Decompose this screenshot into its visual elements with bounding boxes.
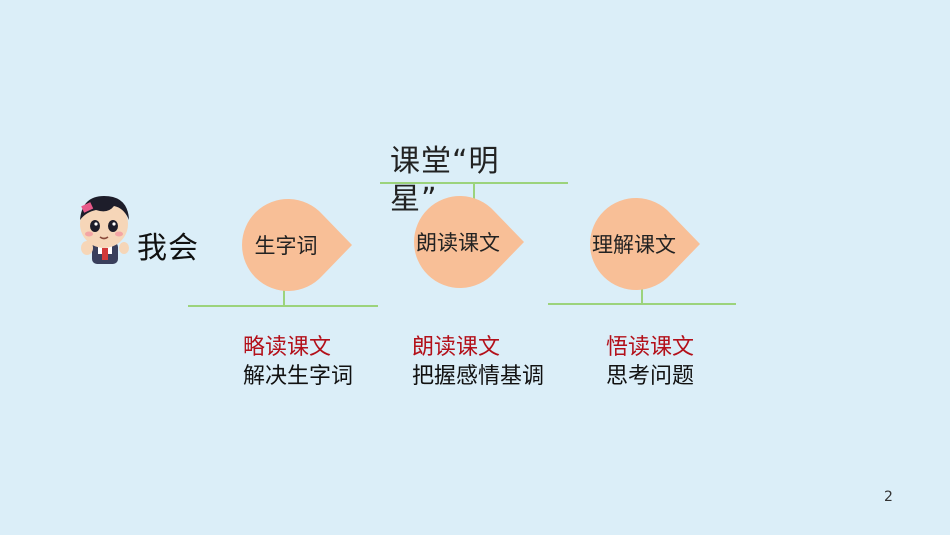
node-langdu: 朗读课文 xyxy=(408,196,526,288)
reading-method: 朗读课文 xyxy=(412,335,501,360)
bottom-connector-stem-1 xyxy=(283,287,285,305)
reading-method: 略读课文 xyxy=(243,335,332,360)
node-shengzici: 生字词 xyxy=(236,199,354,291)
bottom-connector-stem-3 xyxy=(641,285,643,303)
reading-method: 悟读课文 xyxy=(606,335,695,360)
teardrop-shape xyxy=(590,198,700,290)
reading-goal: 思考问题 xyxy=(606,364,695,389)
bottom-connector-line-3 xyxy=(548,303,736,305)
node-3-description: 悟读课文 思考问题 xyxy=(606,333,694,391)
intro-label: 我会 xyxy=(137,231,199,266)
node-lijie: 理解课文 xyxy=(584,198,702,290)
teardrop-shape xyxy=(242,199,352,291)
node-2-description: 朗读课文 把握感情基调 xyxy=(412,333,544,391)
bottom-connector-line-1 xyxy=(188,305,378,307)
page-number: 2 xyxy=(884,489,893,505)
teardrop-shape xyxy=(414,196,524,288)
slide-title: 课堂“明星” xyxy=(390,144,500,217)
reading-goal: 把握感情基调 xyxy=(412,364,545,389)
reading-goal: 解决生字词 xyxy=(243,364,354,389)
top-connector-stem xyxy=(473,182,475,200)
cartoon-boy-avatar-icon xyxy=(74,190,134,270)
node-label: 生字词 xyxy=(254,234,318,258)
node-label: 朗读课文 xyxy=(416,231,500,255)
node-label: 理解课文 xyxy=(592,233,676,257)
node-1-description: 略读课文 解决生字词 xyxy=(243,333,353,391)
